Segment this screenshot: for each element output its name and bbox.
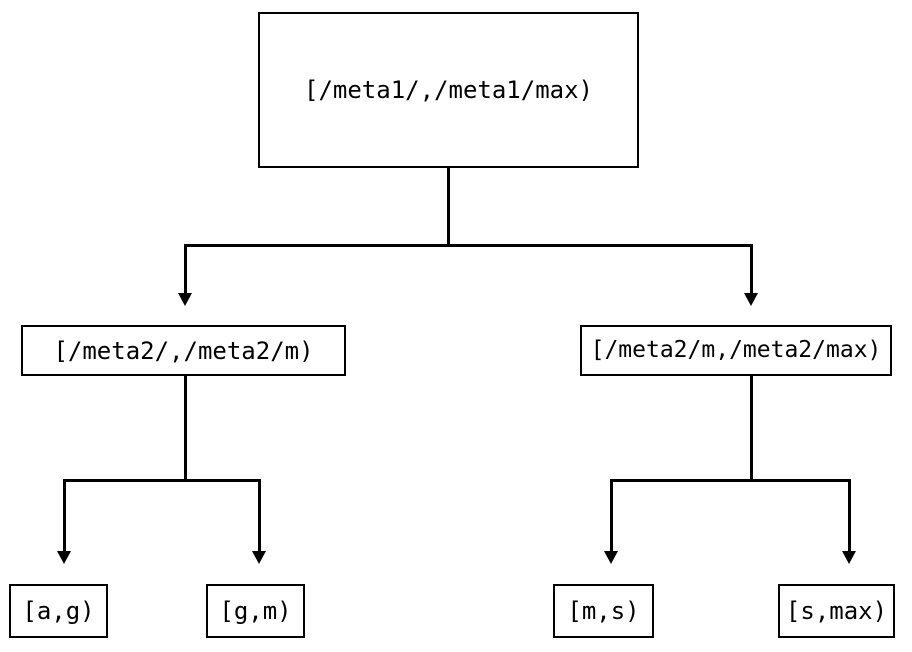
edge-meta2-low-crossbar [63,479,261,482]
node-leaf-gm[interactable]: [g,m) [206,584,305,638]
edge-meta2-low-to-leaf-gm-drop [258,479,261,553]
edge-meta2-low-stem [184,376,187,481]
node-root[interactable]: [/meta1/,/meta1/max) [258,12,639,168]
edge-root-to-meta2-low-drop [184,244,187,295]
node-leaf-smax[interactable]: [s,max) [778,584,895,638]
edge-root-crossbar [184,244,753,247]
node-leaf-smax-label: [s,max) [785,597,888,625]
node-leaf-ag-label: [a,g) [22,597,95,625]
edge-meta2-high-to-leaf-smax-drop [848,479,851,553]
arrowhead-root-to-meta2-high [744,293,758,306]
node-leaf-ag[interactable]: [a,g) [9,584,108,638]
edge-root-stem [447,168,450,246]
arrowhead-root-to-meta2-low [178,293,192,306]
node-meta2-high[interactable]: [/meta2/m,/meta2/max) [580,325,892,376]
arrowhead-meta2-high-to-leaf-smax [842,551,856,564]
node-meta2-low[interactable]: [/meta2/,/meta2/m) [21,325,346,376]
node-leaf-ms-label: [m,s) [567,597,640,625]
node-root-label: [/meta1/,/meta1/max) [304,76,593,104]
edge-meta2-high-to-leaf-ms-drop [610,479,613,553]
edge-meta2-high-stem [750,376,753,481]
arrowhead-meta2-low-to-leaf-ag [57,551,71,564]
node-meta2-high-label: [/meta2/m,/meta2/max) [590,337,882,363]
arrowhead-meta2-high-to-leaf-ms [604,551,618,564]
edge-root-to-meta2-high-drop [750,244,753,295]
edge-meta2-high-crossbar [610,479,851,482]
node-meta2-low-label: [/meta2/,/meta2/m) [53,336,314,365]
node-leaf-ms[interactable]: [m,s) [553,584,654,638]
edge-meta2-low-to-leaf-ag-drop [63,479,66,553]
node-leaf-gm-label: [g,m) [219,597,292,625]
arrowhead-meta2-low-to-leaf-gm [252,551,266,564]
